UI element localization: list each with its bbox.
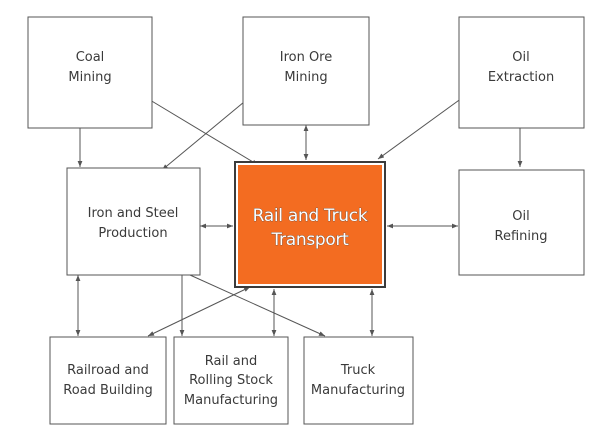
node-oil-refining-line2: Refining <box>495 229 548 244</box>
node-oil-extraction-line1: Oil <box>512 50 529 65</box>
node-rolling-stock-line1: Rail and <box>205 354 258 369</box>
node-oil-extraction-line2: Extraction <box>488 70 554 85</box>
node-coal-mining[interactable]: Coal Mining <box>27 16 153 129</box>
node-truck-manufacturing[interactable]: Truck Manufacturing <box>303 336 414 425</box>
node-rail-truck-transport[interactable]: Rail and Truck Transport <box>234 161 386 288</box>
node-transport-line2: Transport <box>270 230 349 250</box>
node-iron-ore-mining[interactable]: Iron Ore Mining <box>242 16 370 126</box>
node-iron-ore-line1: Iron Ore <box>280 50 333 65</box>
node-railroad-line1: Railroad and <box>67 363 149 378</box>
node-coal-mining-line2: Mining <box>68 70 111 85</box>
node-oil-refining-line1: Oil <box>512 209 529 224</box>
node-oil-refining[interactable]: Oil Refining <box>458 169 585 276</box>
arrow-iron-ore-to-iron-steel <box>161 101 245 171</box>
node-iron-steel-production[interactable]: Iron and Steel Production <box>66 167 201 276</box>
node-oil-extraction[interactable]: Oil Extraction <box>458 16 585 129</box>
node-rolling-stock-manufacturing[interactable]: Rail and Rolling Stock Manufacturing <box>173 336 289 425</box>
arrow-coal-to-transport <box>149 99 259 166</box>
connectors <box>75 97 523 337</box>
node-rolling-stock-line3: Manufacturing <box>184 393 278 408</box>
arrow-iron-steel-truck <box>189 274 326 337</box>
node-rolling-stock-line2: Rolling Stock <box>189 373 273 388</box>
node-iron-ore-line2: Mining <box>284 70 327 85</box>
node-iron-steel-line1: Iron and Steel <box>88 206 179 221</box>
node-truck-line1: Truck <box>340 363 376 378</box>
arrow-oil-extraction-to-transport <box>377 97 463 160</box>
node-coal-mining-line1: Coal <box>76 50 105 65</box>
node-transport-line1: Rail and Truck <box>253 206 368 226</box>
node-iron-steel-line2: Production <box>98 226 167 241</box>
node-railroad-line2: Road Building <box>63 383 153 398</box>
node-truck-line2: Manufacturing <box>311 383 405 398</box>
node-railroad-road-building[interactable]: Railroad and Road Building <box>49 336 167 425</box>
arrow-transport-railroad <box>147 286 251 337</box>
